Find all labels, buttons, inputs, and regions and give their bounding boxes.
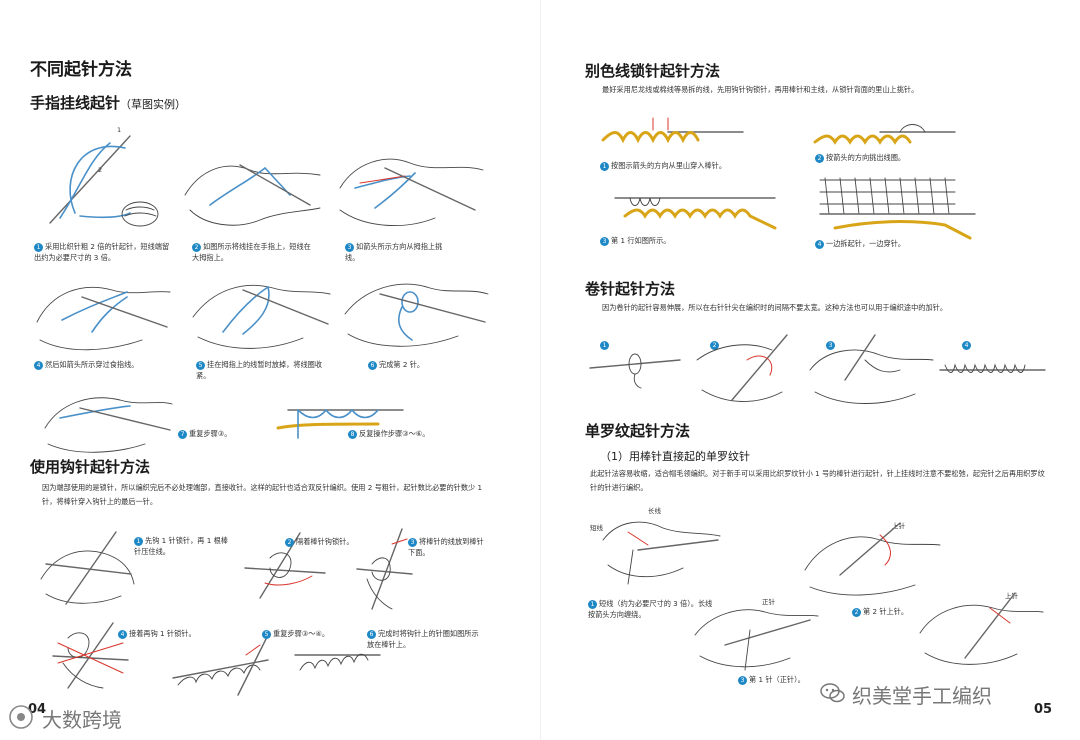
crochet-cast-on-heading: 使用钩针起针方法	[30, 458, 151, 476]
watermark-left: 大数跨境	[42, 708, 122, 732]
spread-divider	[540, 0, 541, 740]
label-1: 2	[98, 166, 103, 174]
label-upper-2: 上针	[1005, 592, 1018, 600]
crochet-step-3-illustration	[356, 528, 413, 610]
rib-step-3-illustration	[694, 609, 819, 671]
crochet-step-6-illustration	[294, 653, 381, 671]
crochet-cast-on-paragraph: 因为端部使用的是锁针，所以编织完后不必处理端部，直接收针。这样的起针也适合双反针…	[42, 483, 483, 506]
label-upper: 上针	[892, 522, 905, 530]
label-short-end: 短线	[590, 524, 603, 532]
rib-step-4-illustration	[919, 592, 1044, 665]
contrast-cast-on-heading: 别色线锁针起针方法	[585, 62, 721, 80]
rolled-cast-on-heading: 卷针起针方法	[585, 280, 676, 298]
finger-step-5-illustration	[192, 284, 331, 349]
rib-step-1-illustration	[602, 521, 721, 585]
wechat-icon	[820, 680, 846, 706]
rib-cast-on-heading: 单罗纹起针方法	[585, 422, 691, 440]
finger-cast-on-note: （草图实例）	[120, 98, 187, 111]
contrast-step-4-illustration	[819, 177, 976, 240]
finger-step-1-illustration	[49, 135, 159, 227]
page-number-left: 04	[28, 702, 47, 717]
watermark-logo-icon	[8, 704, 34, 730]
rolled-marker-1: 1	[600, 332, 611, 351]
rolled-marker-2: 2	[710, 332, 721, 351]
rolled-step-3-illustration	[809, 334, 934, 404]
crochet-step-1-illustration	[40, 531, 135, 605]
rolled-step-1-illustration	[589, 353, 681, 389]
page-title: 不同起针方法	[30, 60, 132, 80]
rolled-step-2-illustration	[696, 334, 788, 402]
finger-step-8-illustration	[276, 408, 404, 439]
rolled-cast-on-paragraph: 因为卷针的起针容易伸展，所以在右针针尖在编织时的间隔不要太宽。这种方法也可以用于…	[602, 303, 948, 312]
rolled-step-4-illustration	[939, 363, 1046, 373]
rib-step-2-illustration	[804, 522, 941, 596]
crochet-step-5-illustration	[172, 634, 269, 696]
finger-step-4-illustration	[36, 286, 171, 351]
contrast-cast-on-paragraph: 最好采用尼龙线或棉线等易拆的线，先用钩针钩锁针，再用棒针和主线，从锁针背面的里山…	[602, 85, 919, 94]
contrast-step-2-illustration	[813, 124, 956, 145]
finger-cast-on-heading: 手指挂线起针（草图实例）	[30, 94, 187, 112]
rolled-marker-4: 4	[962, 332, 973, 351]
crochet-step-4-illustration	[52, 622, 129, 689]
contrast-step-1-illustration	[601, 117, 744, 144]
finger-step-6-illustration	[344, 283, 489, 347]
label-long-end: 长线	[648, 507, 661, 515]
rolled-marker-3: 3	[826, 332, 837, 351]
label-2: 1	[117, 126, 122, 134]
finger-step-2-illustration	[184, 164, 321, 226]
finger-step-3-illustration	[339, 158, 484, 226]
watermark-right: 织美堂手工编织	[852, 684, 992, 708]
finger-step-7-illustration	[44, 397, 173, 453]
contrast-step-3-illustration	[614, 197, 777, 230]
label-lower: 正针	[762, 598, 775, 606]
rib-cast-on-paragraph: 此起针法容易收缩，适合帽毛领编织。对于新手可以采用比织罗纹针小 1 号的棒针进行…	[590, 469, 1045, 492]
page-number-right: 05	[1034, 702, 1053, 717]
rib-cast-on-subheading: （1）用棒针直接起的单罗纹针	[600, 450, 750, 463]
